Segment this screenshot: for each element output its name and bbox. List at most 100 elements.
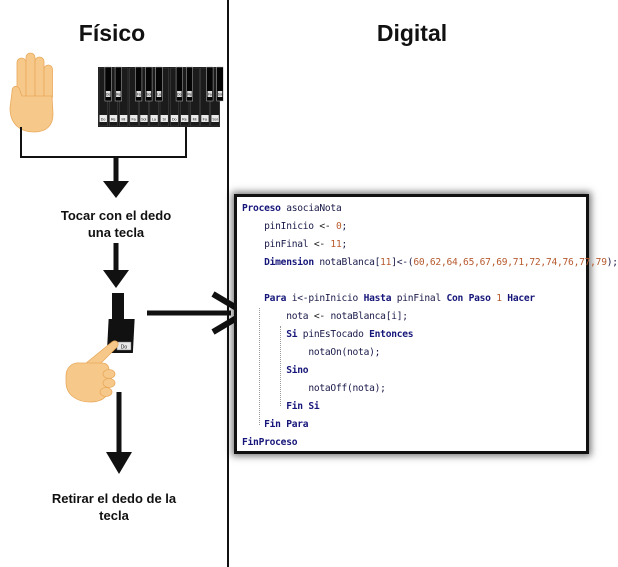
- black-key-label-bg: [105, 91, 111, 97]
- code-keyword: Hasta: [363, 293, 392, 304]
- code-keyword: FinProceso: [242, 437, 298, 448]
- black-key: [104, 66, 112, 102]
- white-key-label-bg: [130, 115, 138, 122]
- remove-finger-line2: tecla: [99, 508, 129, 523]
- black-key-label: Do: [177, 93, 181, 97]
- code-operator: <-: [319, 221, 331, 232]
- code-keyword: Entonces: [369, 329, 414, 340]
- code-line: Si pinEsTocado Entonces: [242, 326, 618, 344]
- code-line: pinInicio <- 0;: [242, 218, 618, 236]
- code-line: nota <- notaBlanca[i];: [242, 308, 618, 326]
- code-keyword: Para: [264, 293, 287, 304]
- black-key-label-bg: [217, 91, 223, 97]
- code-text: asociaNota: [280, 203, 342, 214]
- black-key-label-bg: [146, 91, 152, 97]
- black-key: [216, 66, 224, 102]
- white-key-label-bg: [140, 115, 148, 122]
- code-operator: <-: [313, 239, 325, 250]
- code-text: ;: [341, 239, 348, 250]
- connector-bracket: [20, 127, 187, 158]
- white-key-label-bg: [180, 115, 189, 122]
- white-key-label: Re: [182, 118, 187, 122]
- code-text: pinEsTocado: [297, 329, 370, 340]
- black-key: [114, 66, 122, 102]
- black-key-label: Do: [106, 93, 110, 97]
- code-line-blank: [242, 272, 618, 290]
- black-key: [206, 66, 214, 102]
- code-keyword: Dimension: [264, 257, 314, 268]
- code-keyword: Fin Para: [264, 419, 309, 430]
- code-text: ;: [341, 221, 348, 232]
- code-number: 60,62,64,65,67,69,71,72,74,76,77,79: [413, 257, 607, 268]
- touch-key-line1: Tocar con el dedo: [60, 208, 172, 223]
- white-key-label: Re: [111, 118, 116, 122]
- black-key-label: Sol: [147, 93, 152, 97]
- black-key: [145, 66, 153, 102]
- column-divider: [227, 0, 229, 567]
- white-key-label: Sol: [212, 118, 217, 122]
- black-key-label: Fa: [137, 93, 141, 97]
- code-keyword: Sino: [286, 365, 309, 376]
- black-key: [155, 66, 163, 102]
- code-line: notaOff(nota);: [242, 380, 618, 398]
- code-keyword: Fin Si: [286, 401, 320, 412]
- code-line: Sino: [242, 362, 618, 380]
- black-key-label: Re: [116, 93, 120, 97]
- code-line: pinFinal <- 11;: [242, 236, 618, 254]
- white-key-label-bg: [119, 115, 128, 122]
- down-arrow-2: [103, 243, 129, 288]
- code-text: notaBlanca[: [313, 257, 381, 268]
- code-line: Dimension notaBlanca[11]<-(60,62,64,65,6…: [242, 254, 618, 272]
- white-key-label-bg: [109, 115, 118, 122]
- black-key-label-bg: [136, 91, 141, 97]
- black-key-label-bg: [116, 91, 121, 97]
- code-number: 1: [490, 293, 502, 304]
- black-key-label: Re: [187, 93, 191, 97]
- black-key: [185, 66, 194, 102]
- physical-title: Físico: [78, 20, 146, 46]
- touch-key-step: Tocar con el dedo una tecla: [26, 207, 206, 241]
- white-key-label: Si: [162, 118, 165, 122]
- remove-finger-step: Retirar el dedo de la tecla: [14, 490, 214, 524]
- white-key-label: Do: [101, 118, 106, 122]
- code-line: Para i<-pinInicio Hasta pinFinal Con Pas…: [242, 290, 618, 308]
- code-keyword: Proceso: [242, 203, 281, 214]
- white-key-label-bg: [191, 115, 199, 122]
- code-line: notaOn(nota);: [242, 344, 618, 362]
- black-key: [175, 66, 183, 102]
- code-keyword: Hacer: [501, 293, 535, 304]
- code-text: pinFinal: [242, 239, 314, 250]
- pointing-hand-icon: [65, 340, 119, 403]
- code-text: ]<-(: [391, 257, 414, 268]
- white-key-label-bg: [99, 115, 107, 122]
- code-panel: Proceso asociaNota pinInicio <- 0; pinFi…: [234, 194, 618, 454]
- white-key-label-bg: [160, 115, 168, 122]
- down-arrow-3: [106, 392, 132, 474]
- remove-finger-line1: Retirar el dedo de la: [51, 491, 177, 506]
- code-line: Fin Para: [242, 416, 618, 434]
- black-key-label-bg: [187, 91, 192, 97]
- code-text: );: [606, 257, 618, 268]
- code-text: notaOff(nota);: [308, 383, 386, 394]
- code-line: Fin Si: [242, 398, 618, 416]
- white-key-label: Do: [172, 118, 177, 122]
- black-key-label-bg: [207, 91, 213, 97]
- code-number: 11: [324, 239, 342, 250]
- white-key-label: Fa: [203, 118, 207, 122]
- raised-hand-icon: [9, 52, 54, 133]
- touch-key-line2: una tecla: [87, 225, 145, 240]
- digital-title: Digital: [376, 20, 448, 46]
- code-text: pinFinal: [391, 293, 447, 304]
- white-key-label: Mi: [193, 118, 197, 122]
- white-key-label-bg: [211, 115, 219, 122]
- code-line: FinProceso: [242, 434, 618, 452]
- indent-guide: [280, 326, 281, 406]
- code-listing: Proceso asociaNota pinInicio <- 0; pinFi…: [242, 200, 618, 452]
- down-arrow-1: [103, 157, 129, 198]
- indent-guide: [259, 308, 260, 425]
- white-key-label: Sol: [141, 118, 146, 122]
- black-key-label: La: [157, 93, 161, 97]
- white-key-label-bg: [150, 115, 158, 122]
